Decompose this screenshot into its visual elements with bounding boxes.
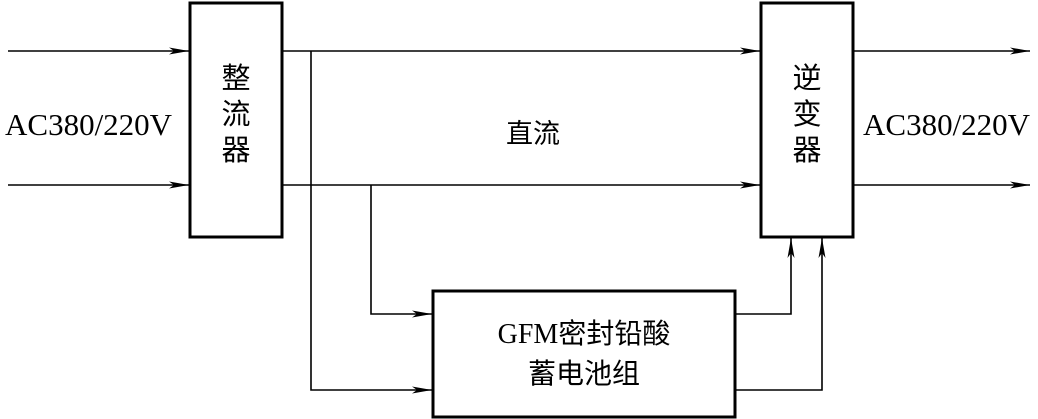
rectifier-label-char-1: 整: [221, 61, 250, 95]
output-voltage-label: AC380/220V: [863, 107, 1031, 142]
battery-box: [431, 289, 737, 419]
discharge-path-inner: [735, 238, 795, 315]
inverter-box: [759, 1, 855, 239]
discharge-path-outer: [735, 238, 826, 391]
rectifier-label-char-2: 流: [221, 97, 250, 131]
inverter-label-char-1: 逆: [792, 61, 821, 95]
inverter-label-char-2: 变: [792, 97, 821, 131]
charge-path-outer: [310, 51, 432, 394]
battery-label-line-1: GFM密封铅酸: [498, 318, 671, 350]
dc-label: 直流: [506, 119, 560, 150]
battery-label-line-2: 蓄电池组: [528, 358, 640, 390]
rectifier-label-char-3: 器: [221, 133, 250, 167]
charge-path-inner: [370, 185, 432, 318]
rectifier-box: [188, 1, 284, 239]
input-voltage-label: AC380/220V: [5, 107, 173, 142]
inverter-label-char-3: 器: [792, 133, 821, 167]
